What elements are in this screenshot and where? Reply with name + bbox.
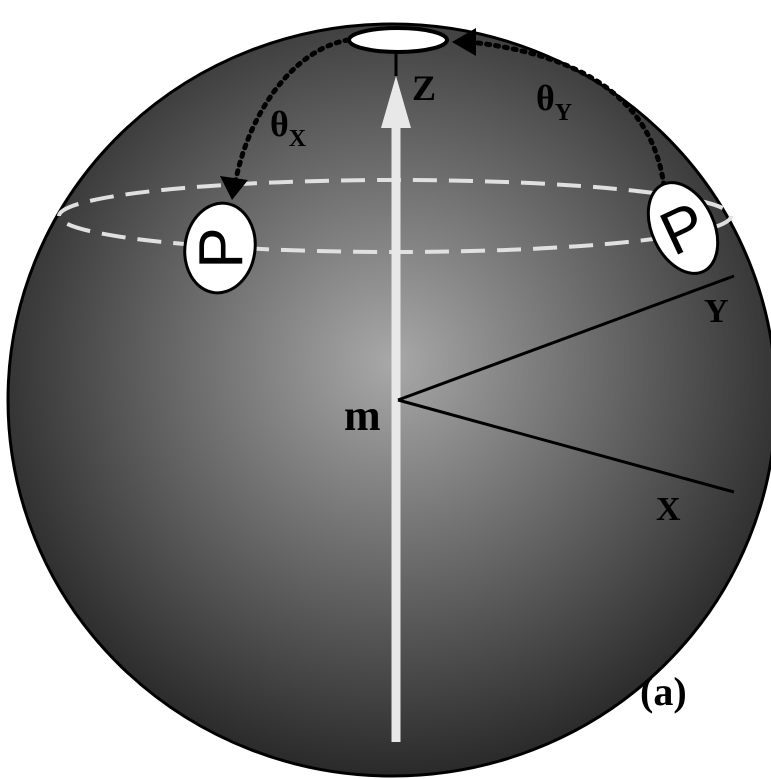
theta-x-label: θX: [270, 104, 307, 152]
x-axis-line: [397, 398, 735, 494]
theta-y-arrowhead: [452, 28, 476, 56]
theta-y-symbol: θ: [536, 78, 555, 118]
x-axis-label: X: [656, 491, 681, 528]
p-marker-left: P: [183, 201, 257, 295]
p-marker-right: P: [646, 181, 720, 275]
theta-y-subscript: Y: [555, 100, 572, 126]
z-axis-arrow-head: [381, 76, 411, 128]
theta-x-arrowhead: [220, 176, 248, 200]
theta-y-label: θY: [536, 78, 572, 126]
y-axis-line: [397, 274, 735, 402]
pole-marker: [347, 26, 449, 54]
theta-y-dotted-arc: [467, 39, 667, 189]
y-axis-label: Y: [704, 293, 729, 330]
theta-x-symbol: θ: [270, 104, 289, 144]
z-axis-label: Z: [412, 68, 436, 108]
p-left-label: P: [187, 227, 256, 268]
panel-label: (a): [640, 669, 687, 714]
theta-x-dotted-arc: [231, 37, 351, 193]
center-label: m: [344, 391, 381, 440]
sphere: [6, 22, 771, 778]
theta-x-subscript: X: [289, 126, 307, 152]
